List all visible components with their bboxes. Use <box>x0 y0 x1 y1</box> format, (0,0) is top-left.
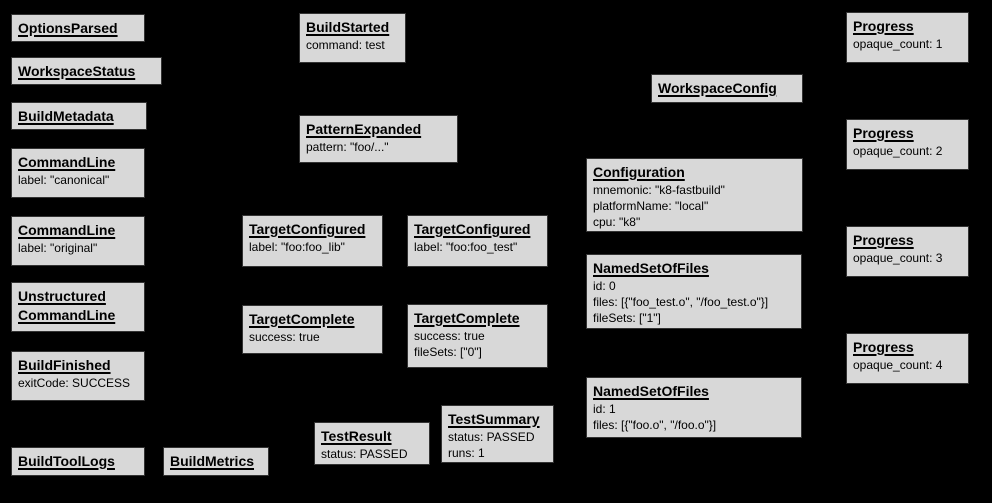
node-title: CommandLine <box>18 154 116 170</box>
node-title: BuildMetrics <box>170 453 255 469</box>
node-progress-4: Progress opaque_count: 4 <box>846 333 969 384</box>
node-title: Progress <box>853 18 914 34</box>
node-named-set-of-files-0: NamedSetOfFiles id: 0 files: [{"foo_test… <box>586 254 802 329</box>
node-title: Progress <box>853 232 914 248</box>
node-body: id: 1 files: [{"foo.o", "/foo.o"}] <box>593 402 717 432</box>
node-title: BuildStarted <box>306 19 390 35</box>
node-body: status: PASSED runs: 1 <box>448 430 535 460</box>
node-body: label: "foo:foo_lib" <box>249 240 345 254</box>
node-configuration: Configuration mnemonic: "k8-fastbuild" p… <box>586 158 803 232</box>
node-build-metadata: BuildMetadata <box>11 102 147 130</box>
node-build-tool-logs: BuildToolLogs <box>11 447 145 476</box>
node-body: success: true <box>249 330 320 344</box>
node-title: TestResult <box>321 428 392 444</box>
node-title: WorkspaceConfig <box>658 80 777 96</box>
node-body: label: "original" <box>18 241 98 255</box>
node-test-summary: TestSummary status: PASSED runs: 1 <box>441 405 554 463</box>
node-build-started: BuildStarted command: test <box>299 13 406 63</box>
node-body: pattern: "foo/..." <box>306 140 389 154</box>
node-title: Progress <box>853 339 914 355</box>
node-body: exitCode: SUCCESS <box>18 376 131 390</box>
node-build-metrics: BuildMetrics <box>163 447 269 476</box>
node-body: status: PASSED <box>321 447 408 461</box>
node-body: label: "canonical" <box>18 173 110 187</box>
node-body: success: true fileSets: ["0"] <box>414 329 485 359</box>
node-title: TargetComplete <box>414 310 520 326</box>
node-progress-1: Progress opaque_count: 1 <box>846 12 969 63</box>
node-options-parsed: OptionsParsed <box>11 14 145 42</box>
node-target-complete-foo-lib: TargetComplete success: true <box>242 305 383 354</box>
node-title: Unstructured CommandLine <box>18 288 116 323</box>
node-build-finished: BuildFinished exitCode: SUCCESS <box>11 351 145 401</box>
node-title: NamedSetOfFiles <box>593 383 709 399</box>
node-unstructured-command-line: Unstructured CommandLine <box>11 282 145 332</box>
node-progress-2: Progress opaque_count: 2 <box>846 119 969 170</box>
node-named-set-of-files-1: NamedSetOfFiles id: 1 files: [{"foo.o", … <box>586 377 802 438</box>
node-body: label: "foo:foo_test" <box>414 240 518 254</box>
node-title: TargetConfigured <box>414 221 531 237</box>
node-title: Configuration <box>593 164 685 180</box>
node-title: Progress <box>853 125 914 141</box>
node-title: WorkspaceStatus <box>18 63 136 79</box>
node-title: BuildFinished <box>18 357 111 373</box>
node-body: opaque_count: 4 <box>853 358 943 372</box>
node-body: opaque_count: 2 <box>853 144 943 158</box>
node-test-result: TestResult status: PASSED <box>314 422 430 465</box>
node-body: id: 0 files: [{"foo_test.o", "/foo_test.… <box>593 279 769 325</box>
node-title: BuildToolLogs <box>18 453 115 469</box>
node-target-configured-foo-test: TargetConfigured label: "foo:foo_test" <box>407 215 548 267</box>
node-title: OptionsParsed <box>18 20 118 36</box>
node-command-line-canonical: CommandLine label: "canonical" <box>11 148 145 198</box>
node-target-configured-foo-lib: TargetConfigured label: "foo:foo_lib" <box>242 215 383 267</box>
node-target-complete-foo-test: TargetComplete success: true fileSets: [… <box>407 304 548 368</box>
node-workspace-config: WorkspaceConfig <box>651 74 803 103</box>
node-progress-3: Progress opaque_count: 3 <box>846 226 969 277</box>
node-pattern-expanded: PatternExpanded pattern: "foo/..." <box>299 115 458 163</box>
node-command-line-original: CommandLine label: "original" <box>11 216 145 266</box>
node-title: NamedSetOfFiles <box>593 260 709 276</box>
node-title: PatternExpanded <box>306 121 422 137</box>
node-body: command: test <box>306 38 385 52</box>
node-body: opaque_count: 1 <box>853 37 943 51</box>
node-title: TargetConfigured <box>249 221 366 237</box>
node-workspace-status: WorkspaceStatus <box>11 57 162 85</box>
node-title: CommandLine <box>18 222 116 238</box>
node-body: mnemonic: "k8-fastbuild" platformName: "… <box>593 183 725 229</box>
node-title: TestSummary <box>448 411 540 427</box>
node-title: TargetComplete <box>249 311 355 327</box>
node-title: BuildMetadata <box>18 108 114 124</box>
node-body: opaque_count: 3 <box>853 251 943 265</box>
